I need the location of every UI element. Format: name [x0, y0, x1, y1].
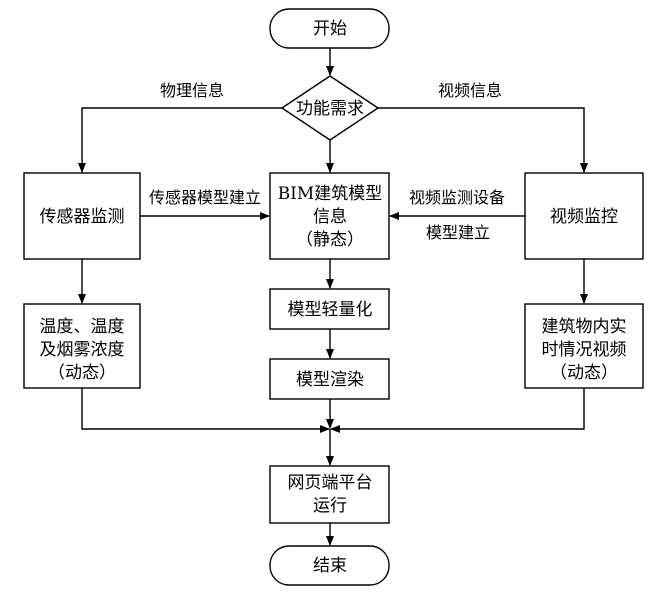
edge-label-model-build: 模型建立 — [426, 223, 490, 242]
video-label: 视频监控 — [550, 207, 618, 227]
arrow-building-to-merge — [330, 388, 585, 433]
bim-label-line1: BIM建筑模型 — [278, 184, 383, 204]
building-box — [524, 303, 644, 389]
temp-label-line3: （动态） — [48, 363, 116, 383]
bim-label-line2: 信息 — [313, 207, 347, 227]
start-label: 开始 — [313, 19, 347, 39]
render-box — [269, 358, 390, 400]
arrow-decision-to-sensor — [78, 107, 282, 173]
edge-label-video-info: 视频信息 — [438, 81, 502, 100]
lightweight-label: 模型轻量化 — [288, 300, 373, 320]
edge-label-sensor-model: 传感器模型建立 — [149, 188, 261, 207]
arrow-decision-to-video — [378, 107, 588, 173]
end-terminal — [269, 545, 390, 586]
sensor-box — [23, 172, 141, 260]
web-label-line1: 网页端平台 — [288, 473, 373, 493]
web-label-line2: 运行 — [313, 496, 347, 516]
decision-label: 功能需求 — [296, 99, 364, 119]
render-label: 模型渲染 — [296, 370, 364, 390]
end-label: 结束 — [313, 556, 347, 576]
edge-label-physical: 物理信息 — [160, 81, 224, 100]
building-label-line3: （动态） — [550, 363, 618, 383]
temp-box — [23, 303, 141, 389]
building-label-line1: 建筑物内实 — [542, 317, 627, 337]
arrow-temp-to-merge — [81, 388, 330, 433]
edge-label-video-device: 视频监测设备 — [409, 188, 505, 207]
bim-label-line3: （静态） — [296, 230, 364, 250]
web-box — [269, 465, 390, 524]
building-label-line2: 时情况视频 — [542, 340, 627, 360]
sensor-label: 传感器监测 — [40, 207, 125, 227]
temp-label-line1: 温度、温度 — [40, 317, 125, 337]
temp-label-line2: 及烟雾浓度 — [40, 340, 125, 360]
